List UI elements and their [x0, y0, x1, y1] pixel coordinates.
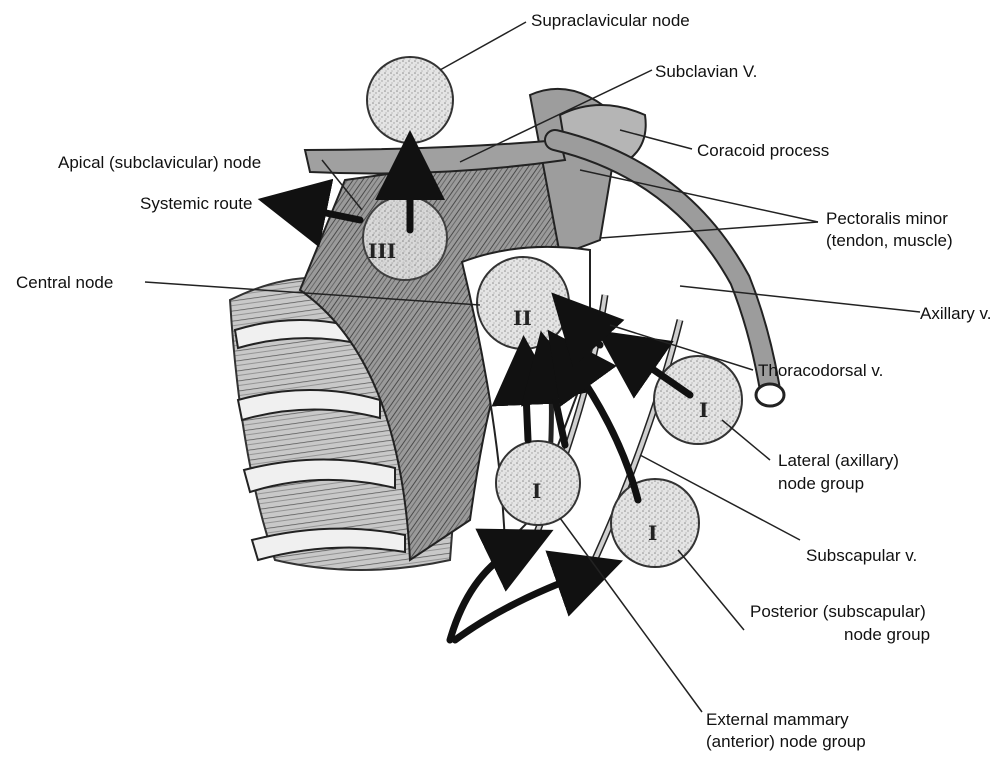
external-mammary-node-group: I	[496, 441, 580, 525]
label-supraclavicular-node: Supraclavicular node	[531, 10, 690, 31]
label-pectoralis-minor-line1: Pectoralis minor	[826, 208, 948, 229]
apical-node-level-3: III	[363, 196, 447, 280]
posterior-node-group: I	[611, 479, 699, 567]
label-external-mammary-line2: (anterior) node group	[706, 731, 866, 752]
label-external-mammary-line1: External mammary	[706, 709, 849, 730]
level-2-label: II	[513, 306, 532, 330]
label-thoracodorsal-v: Thoracodorsal v.	[758, 360, 883, 381]
level-3-label: III	[368, 239, 396, 263]
label-apical-node: Apical (subclavicular) node	[58, 152, 261, 173]
label-lateral-group-line1: Lateral (axillary)	[778, 450, 899, 471]
label-axillary-v: Axillary v.	[920, 303, 991, 324]
label-subclavian-v: Subclavian V.	[655, 61, 757, 82]
level-1-label-lateral: I	[699, 398, 708, 422]
label-subscapular-v: Subscapular v.	[806, 545, 917, 566]
label-posterior-group-line2: node group	[844, 624, 930, 645]
arrow-external-to-central-1	[525, 370, 528, 440]
label-systemic-route: Systemic route	[140, 193, 252, 214]
label-posterior-group-line1: Posterior (subscapular)	[750, 601, 926, 622]
level-1-label-external: I	[532, 479, 541, 503]
level-1-label-posterior: I	[648, 521, 657, 545]
arrow-lower-left	[450, 545, 522, 640]
lateral-node-group: I	[654, 356, 742, 444]
label-central-node: Central node	[16, 272, 113, 293]
axillary-vein-cut-end	[756, 384, 784, 406]
label-lateral-group-line2: node group	[778, 473, 864, 494]
label-coracoid-process: Coracoid process	[697, 140, 829, 161]
label-pectoralis-minor-line2: (tendon, muscle)	[826, 230, 953, 251]
central-node-level-2: II	[477, 257, 569, 349]
